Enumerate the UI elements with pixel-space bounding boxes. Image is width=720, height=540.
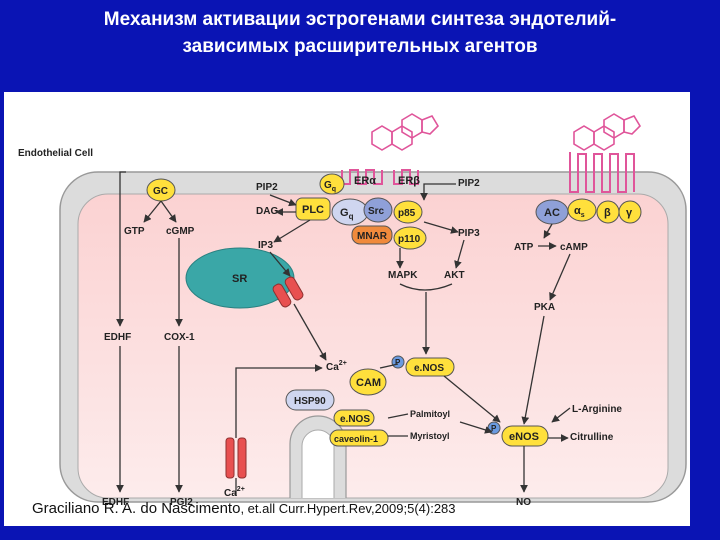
myristoyl-label: Myristoyl — [410, 431, 450, 441]
slide-title: Механизм активации эстрогенами синтеза э… — [0, 6, 720, 60]
palmitoyl-label: Palmitoyl — [410, 409, 450, 419]
gq-outer-node — [319, 173, 345, 195]
title-line-2: зависимых расширительных агентов — [182, 36, 538, 57]
hsp90-label: HSP90 — [294, 396, 326, 407]
svg-text:Gq: Gq — [324, 180, 336, 193]
svg-text:P: P — [395, 358, 401, 367]
sr-ca-channel — [272, 276, 304, 308]
svg-text:P: P — [491, 424, 497, 433]
pka-label: PKA — [534, 302, 555, 313]
alpha-s-node — [567, 198, 597, 222]
gc-label: GC — [153, 186, 168, 197]
pathway-diagram: Endothelial Cell ERα ERβ GC GTP cGMP PIP… — [18, 113, 687, 508]
p110-label: p110 — [398, 234, 421, 245]
ip3-label: IP3 — [258, 240, 273, 251]
enos-mid-label: e.NOS — [340, 414, 370, 425]
p85-node — [393, 200, 423, 224]
pip3-label: PIP3 — [458, 228, 480, 239]
gtp-label: GTP — [124, 226, 145, 237]
svg-text:Gq: Gq — [340, 207, 354, 221]
enos-top-label: e.NOS — [414, 363, 444, 374]
mnar-label: MNAR — [357, 231, 388, 242]
title-line-1: Механизм активации эстрогенами синтеза э… — [103, 9, 617, 30]
enos-active-node — [501, 425, 549, 447]
no-out-label: NO — [516, 497, 531, 508]
gpcr-receptor — [569, 152, 635, 193]
er-alpha-label: ERα — [354, 175, 376, 187]
p85-label: p85 — [398, 208, 416, 219]
plc-label: PLC — [302, 204, 324, 216]
estrogen-molecule-right — [573, 113, 642, 151]
dag-label: DAG — [256, 206, 278, 217]
enos-mid-node — [333, 409, 375, 427]
citation-authors: Graciliano R. A. do Nascimento — [32, 500, 241, 517]
gamma-node — [618, 200, 642, 224]
edhf-out-label: EDHF — [102, 497, 129, 508]
enos-top-node — [405, 357, 455, 377]
cgmp-label: cGMP — [166, 226, 195, 237]
er-beta-label: ERβ — [398, 175, 420, 187]
diagram-panel: Endothelial Cell ERα ERβ GC GTP cGMP PIP… — [4, 92, 690, 526]
pip2-left-label: PIP2 — [256, 182, 278, 193]
membrane-ca-channel — [225, 437, 247, 479]
citrulline-label: Citrulline — [570, 432, 614, 443]
hsp90-node — [285, 389, 335, 411]
er-alpha-receptor — [341, 169, 383, 185]
ac-label: AC — [544, 207, 560, 219]
mapk-label: MAPK — [388, 270, 418, 281]
mnar-node — [351, 225, 393, 245]
l-arginine-label: L-Arginine — [572, 404, 622, 415]
src-label: Src — [368, 206, 385, 217]
cam-label: CAM — [356, 377, 381, 389]
pip2-right-label: PIP2 — [458, 178, 480, 189]
beta-label: β — [604, 207, 611, 219]
gamma-label: γ — [626, 207, 633, 219]
svg-text:Ca2+: Ca2+ — [224, 486, 245, 499]
pathway-arrows — [116, 171, 571, 496]
cam-node — [349, 368, 387, 396]
enos-active-label: eNOS — [509, 431, 539, 443]
p110-node — [393, 226, 427, 250]
caveolin-node — [329, 429, 389, 447]
plc-node — [295, 197, 331, 221]
atp-label: ATP — [514, 242, 534, 253]
pgi2-out-label: PGI2 — [170, 497, 193, 508]
edhf-in-label: EDHF — [104, 332, 131, 343]
citation: Graciliano R. A. do Nascimento, et.all C… — [32, 500, 456, 517]
citation-reference: , et.all Curr.Hypert.Rev,2009;5(4):283 — [240, 501, 456, 516]
sr-label: SR — [232, 273, 247, 285]
cell-label: Endothelial Cell — [18, 148, 93, 159]
svg-text:αs: αs — [574, 205, 585, 219]
cox1-label: COX-1 — [164, 332, 195, 343]
svg-text:Ca2+: Ca2+ — [326, 360, 347, 373]
camp-label: cAMP — [560, 242, 588, 253]
caveolin-label: caveolin-1 — [334, 434, 378, 444]
akt-label: AKT — [444, 270, 465, 281]
src-node — [363, 197, 393, 223]
er-beta-receptor — [393, 169, 419, 185]
estrogen-molecule-left — [371, 113, 440, 151]
